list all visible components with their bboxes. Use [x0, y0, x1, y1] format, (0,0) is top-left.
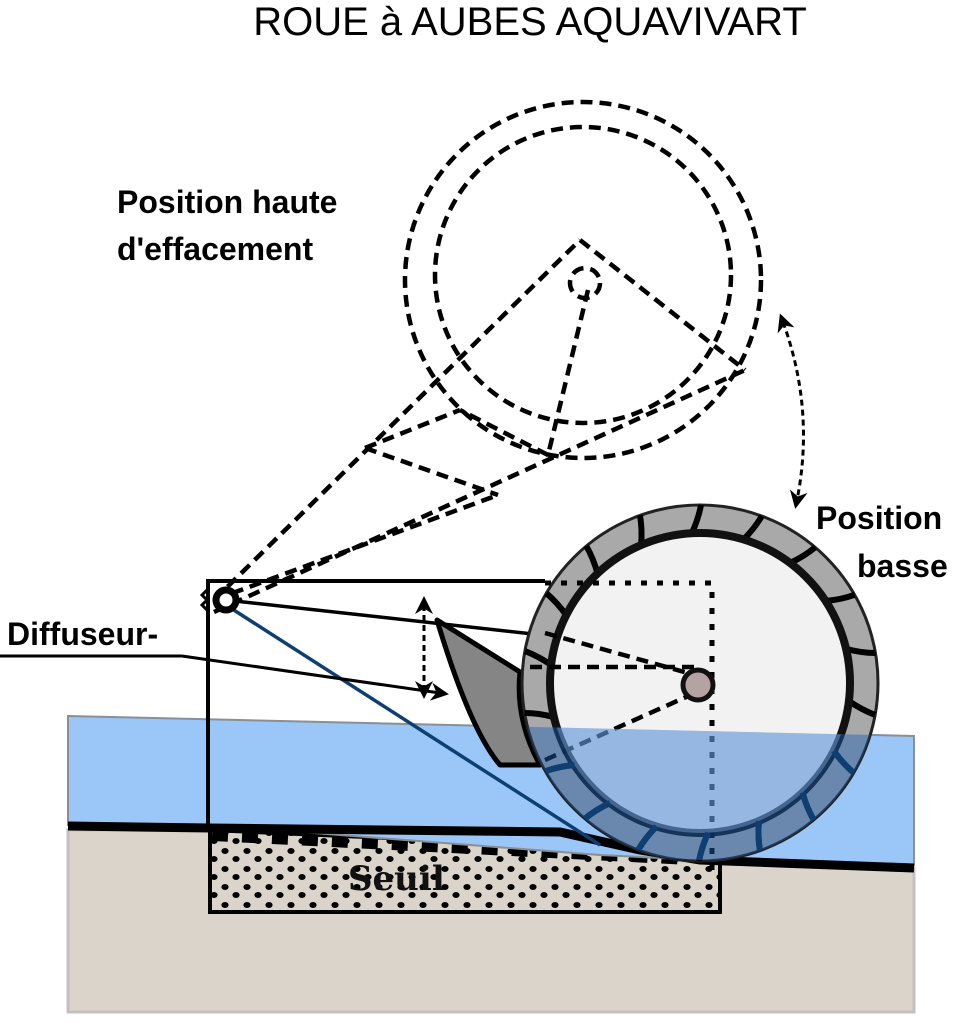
- wheel-paddle-submerged: [544, 762, 575, 775]
- wheel-paddle-submerged: [582, 800, 612, 822]
- bed-line: [67, 821, 915, 873]
- support-frame: [0, 579, 601, 847]
- sill-label: Seuil: [348, 859, 445, 899]
- wheel-paddle-submerged: [755, 820, 763, 852]
- label-low-position-line2: basse: [857, 548, 948, 584]
- pivot-axle: [199, 586, 240, 614]
- wheel-paddle-submerged: [799, 791, 817, 822]
- wheel-paddle-submerged: [635, 824, 659, 852]
- wheel-low-position: [520, 503, 880, 870]
- movement-arrow: [777, 313, 808, 509]
- label-diffuser: Diffuseur-: [7, 616, 158, 652]
- wheel-paddle-submerged: [696, 831, 711, 862]
- wheel-hub: [680, 667, 716, 703]
- label-high-position-line1: Position haute: [117, 184, 337, 220]
- wheel-paddle-submerged: [831, 749, 856, 776]
- label-low-position-line1: Position: [816, 500, 942, 536]
- diagram-title: ROUE à AUBES AQUAVIVART: [253, 0, 807, 44]
- lift-arm-high-position: [212, 238, 747, 615]
- label-high-position-line2: d'effacement: [117, 231, 313, 267]
- wheel-high-position: [402, 99, 764, 461]
- diffuser-plate: [415, 596, 543, 768]
